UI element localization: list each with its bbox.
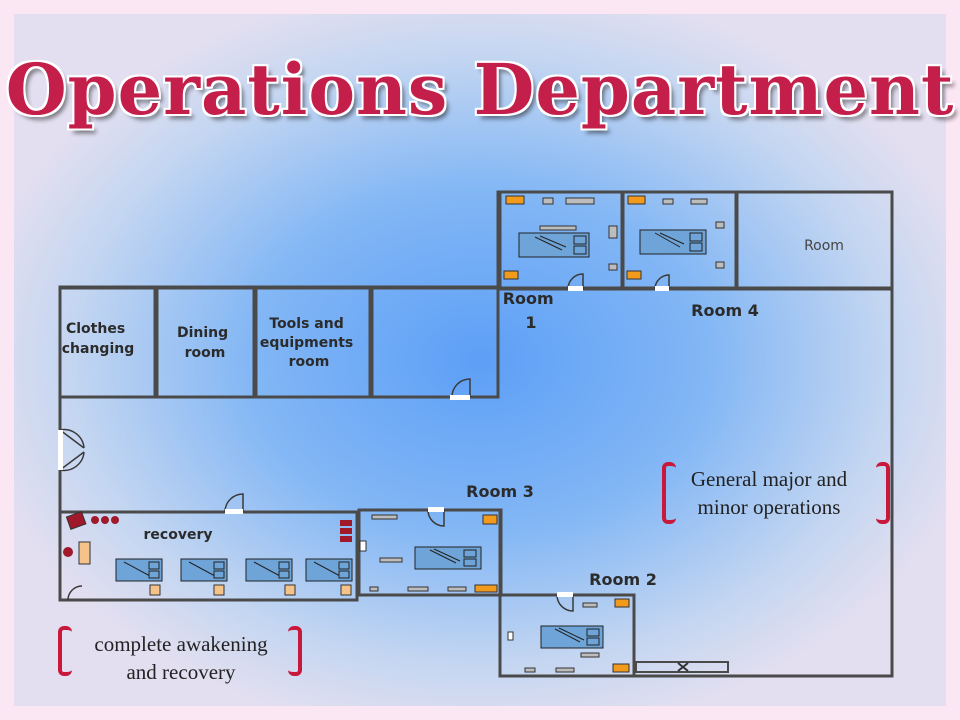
page-title: Operations Department xyxy=(5,48,955,131)
general-operations-line1: General major and xyxy=(690,467,848,491)
equipment-icon xyxy=(524,667,536,673)
general-operations-note: General major and minor operations xyxy=(674,465,864,521)
room3-equipment xyxy=(359,514,498,593)
equipment-icon xyxy=(565,197,595,205)
equipment-icon xyxy=(507,631,514,641)
door-arcs xyxy=(59,273,670,612)
equipment-icon xyxy=(542,197,554,205)
cabinet-icon xyxy=(340,528,352,534)
awakening-recovery-note: complete awakening and recovery xyxy=(72,630,290,686)
room-label-clothes-changing: Clothes changing xyxy=(62,321,135,357)
equipment-icon xyxy=(555,667,575,673)
right-bracket-icon xyxy=(876,462,890,524)
plan-walls xyxy=(58,190,894,678)
chair-icon xyxy=(63,547,73,557)
equipment-icon xyxy=(379,557,403,563)
room1-equipment xyxy=(503,195,618,280)
cabinet-icon xyxy=(614,598,630,608)
equipment-icon xyxy=(359,540,367,552)
room-label-dining-room: Dining room xyxy=(177,325,233,361)
room2-equipment xyxy=(507,598,630,673)
operating-bed-icon xyxy=(518,232,590,258)
room-label-tools-room: Tools and equipments room xyxy=(260,316,358,370)
recovery-bed-icon xyxy=(245,558,296,596)
operating-bed-icon xyxy=(639,229,707,255)
cabinet-icon xyxy=(503,270,519,280)
desk-icon xyxy=(78,541,91,565)
chair-icon xyxy=(65,510,87,530)
cabinet-icon xyxy=(482,514,498,525)
cabinet-icon xyxy=(626,270,642,280)
right-bracket-icon xyxy=(288,626,302,676)
equipment-icon xyxy=(662,198,674,205)
cabinet-icon xyxy=(340,520,352,526)
cabinet-icon xyxy=(340,536,352,542)
chair-icon xyxy=(91,516,99,524)
equipment-icon xyxy=(608,263,618,271)
cabinet-icon xyxy=(627,195,646,205)
room4-equipment xyxy=(626,195,725,280)
left-bracket-icon xyxy=(58,626,72,676)
cabinet-icon xyxy=(505,195,525,205)
left-bracket-icon xyxy=(662,462,676,524)
room-label-room4: Room 4 xyxy=(691,301,759,320)
chair-icon xyxy=(111,516,119,524)
awakening-recovery-line2: and recovery xyxy=(126,660,236,684)
room-label-room3: Room 3 xyxy=(466,482,534,501)
recovery-bed-icon xyxy=(305,558,353,596)
equipment-icon xyxy=(539,225,577,231)
equipment-icon xyxy=(580,652,600,658)
cabinet-icon xyxy=(612,663,630,673)
general-operations-line2: minor operations xyxy=(697,495,841,519)
cabinet-icon xyxy=(474,584,498,593)
operating-bed-icon xyxy=(540,625,604,649)
room-label-recovery: recovery xyxy=(144,527,213,543)
recovery-bed-icon xyxy=(180,558,228,596)
equipment-icon xyxy=(715,221,725,229)
operating-bed-icon xyxy=(414,546,482,570)
recovery-equipment xyxy=(63,510,353,596)
equipment-icon xyxy=(369,586,379,592)
recovery-bed-icon xyxy=(115,558,163,596)
room-label-room: Room xyxy=(804,238,844,254)
equipment-icon xyxy=(608,225,618,239)
door-gaps xyxy=(58,286,669,597)
equipment-icon xyxy=(715,261,725,269)
equipment-icon xyxy=(371,514,398,520)
equipment-icon xyxy=(407,586,429,592)
awakening-recovery-line1: complete awakening xyxy=(94,632,268,656)
entrance-icon xyxy=(677,662,689,672)
room-label-room1: Room 1 xyxy=(503,289,560,332)
equipment-icon xyxy=(582,602,598,608)
chair-icon xyxy=(101,516,109,524)
equipment-icon xyxy=(690,198,708,205)
room-label-room2: Room 2 xyxy=(589,570,657,589)
equipment-icon xyxy=(447,586,467,592)
